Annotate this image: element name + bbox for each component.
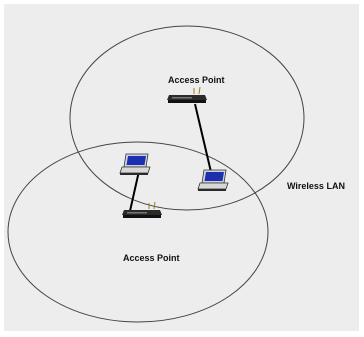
link-top-ap-to-laptop [194,103,212,173]
access-point-icon [122,201,162,218]
laptop-icon [197,169,229,191]
access-point-label-top: Access Point [168,75,225,85]
link-laptop-to-bottom-ap [129,170,140,212]
access-point-label-bottom: Access Point [123,253,180,263]
wireless-lan-label: Wireless LAN [287,181,345,191]
laptop-icon [119,153,151,175]
diagram-background [4,4,359,331]
access-point-icon [167,86,207,103]
coverage-circle-bottom [7,141,269,323]
coverage-circle-top [69,25,305,211]
